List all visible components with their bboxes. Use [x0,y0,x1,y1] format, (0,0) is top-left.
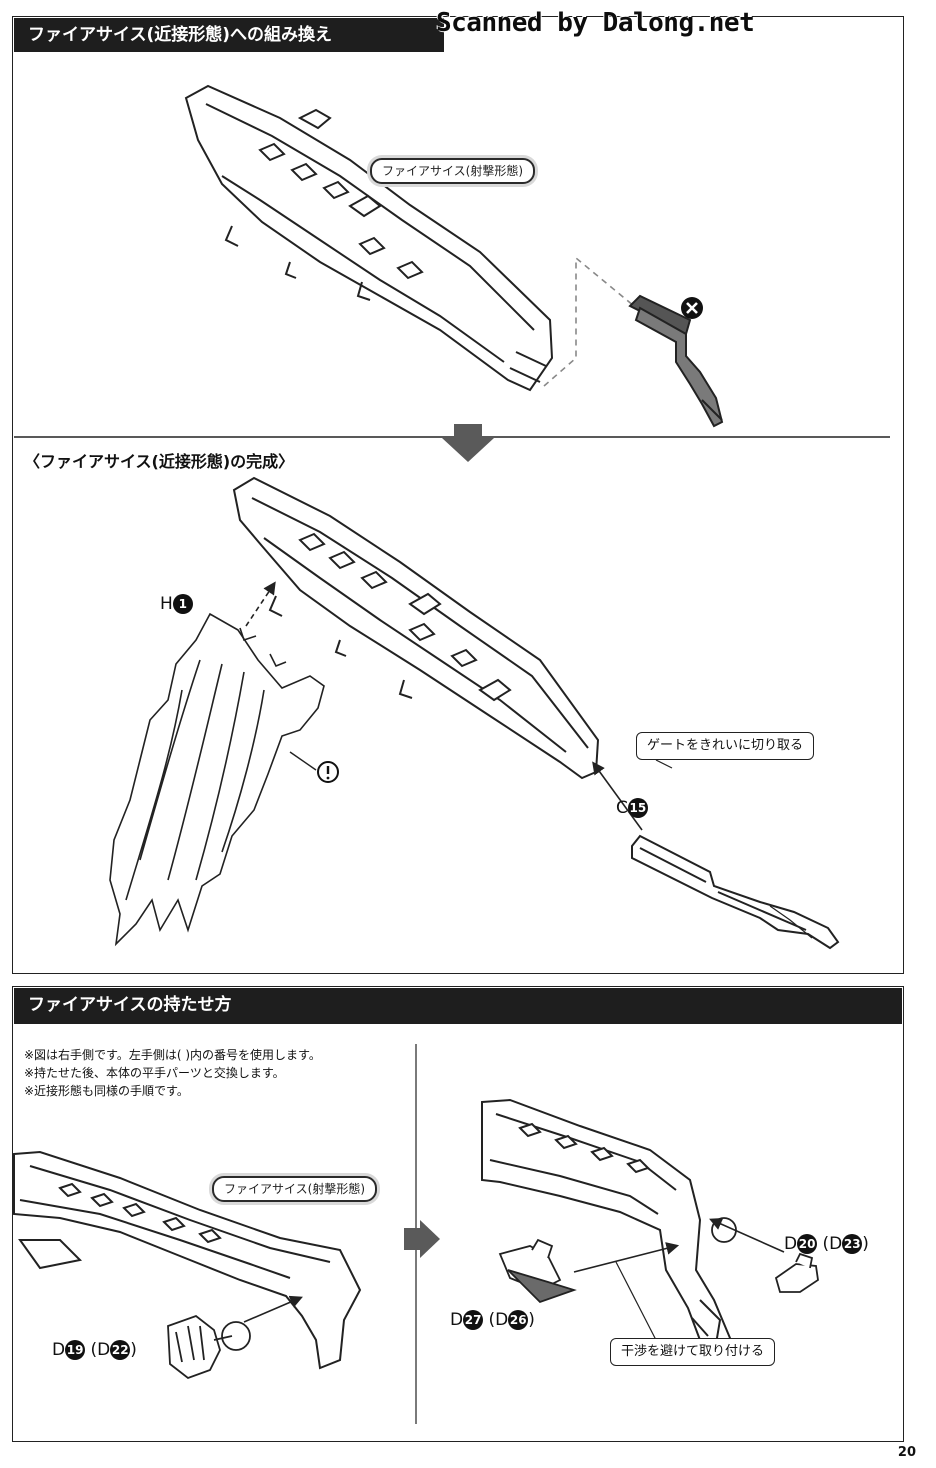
blade-attach-arrow [245,581,276,627]
flame-blade-part [109,612,325,947]
caution-icon [289,751,339,783]
section3-title: ファイアサイスの持たせ方 [14,988,902,1024]
grip-part-c15 [631,834,840,950]
callout-leader [655,759,673,769]
scan-credit: Scanned by Dalong.net [436,8,755,38]
part-number-badge: 23 [842,1234,863,1254]
note-line: ※近接形態も同様の手順です。 [24,1084,189,1098]
right-arrow-icon [404,1220,440,1258]
top-panel-frame [12,16,904,974]
removal-guide-line [543,256,635,387]
part-number-badge: 19 [65,1340,86,1360]
interference-callout: 干渉を避けて取り付ける [610,1338,776,1366]
callout-leader-right [615,1261,657,1341]
section2-title: 〈ファイアサイス(近接形態)の完成〉 [24,452,295,471]
hand-attach-arrow-d27 [573,1242,680,1273]
note-line: ※図は右手側です。左手側は( )内の番号を使用します。 [24,1048,321,1062]
fire-scythe-close-combat-form [232,476,600,780]
hand-attach-arrow-d20 [709,1218,785,1253]
part-number-badge: 20 [797,1234,818,1254]
part-number-badge: 15 [627,798,648,818]
section1-title: ファイアサイス(近接形態)への組み換え [14,18,444,52]
removed-grip-part [628,294,724,428]
hand-attach-arrow-left [243,1295,303,1323]
hand-part-d19 [167,1314,251,1380]
hand-part-d20 [711,1217,819,1293]
hand-part-d27 [498,1238,577,1304]
part-number-badge: 1 [172,594,193,614]
prohibited-x-icon [681,297,703,319]
part-number-badge: 26 [508,1310,529,1330]
weapon-closeup-right [481,1098,732,1356]
part-number-badge: 27 [463,1310,484,1330]
weapon-closeup-left [13,1150,362,1370]
note-line: ※持たせた後、本体の平手パーツと交換します。 [24,1066,285,1080]
shooting-form-label-step: ファイアサイス(射撃形態) [212,1176,378,1202]
gate-trim-callout: ゲートをきれいに切り取る [636,732,815,760]
page-number: 20 [897,1445,916,1460]
bottom-panel-frame [12,986,904,1442]
instruction-notes: ※図は右手側です。左手側は( )内の番号を使用します。 ※持たせた後、本体の平手… [24,1046,321,1100]
fire-scythe-shooting-form [184,84,554,392]
grip-attach-arrow [592,761,643,831]
part-number-badge: 22 [110,1340,131,1360]
shooting-form-label: ファイアサイス(射撃形態) [370,158,536,184]
down-arrow-icon [442,424,494,462]
